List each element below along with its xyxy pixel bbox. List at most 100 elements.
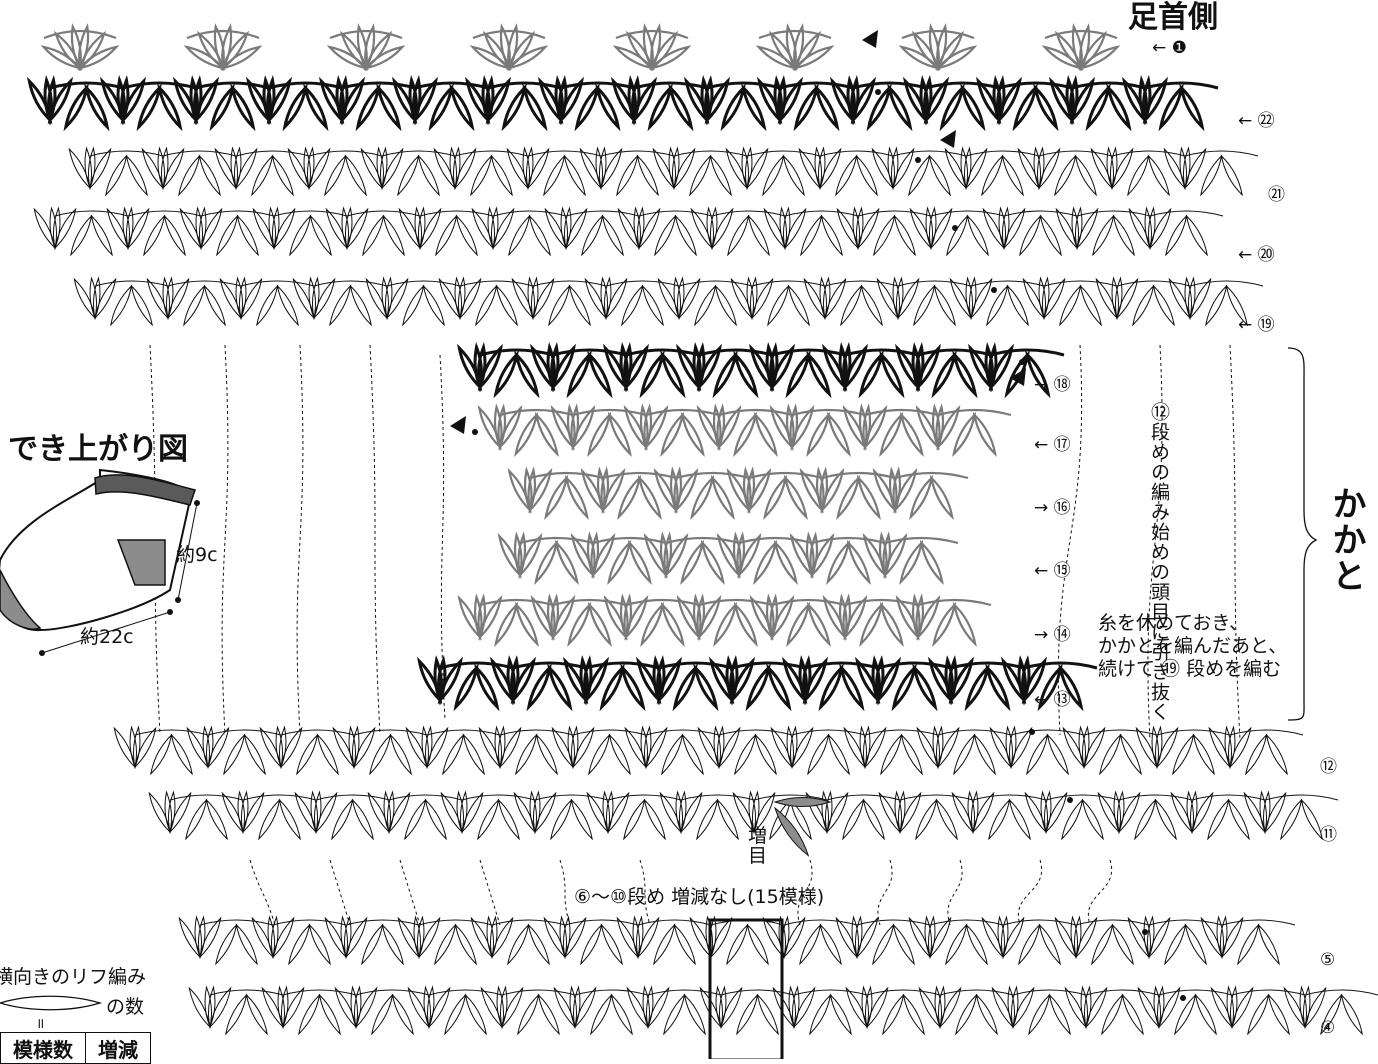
rest-note-line-1: 糸を休めておき、 — [1098, 612, 1249, 634]
leaf-stitch — [1006, 284, 1029, 327]
leaf-stitch — [1038, 923, 1061, 966]
leaf-stitch — [791, 45, 835, 70]
leaf-stitch — [932, 601, 957, 648]
leaf-stitch — [846, 539, 871, 586]
top-chain — [167, 280, 242, 287]
leaf-stitch — [1112, 214, 1135, 257]
leaf-stitch — [235, 923, 258, 966]
row-15 — [497, 531, 959, 586]
row-connector — [947, 859, 963, 926]
top-chain — [280, 729, 355, 736]
leaf-stitch — [774, 806, 810, 857]
leaf-stitch — [919, 539, 944, 586]
leaf-stitch — [765, 593, 775, 641]
top-chain — [680, 794, 755, 801]
join-dot — [1142, 929, 1148, 935]
leaf-stitch — [952, 601, 977, 648]
top-chain — [418, 919, 493, 926]
leaf-stitch — [1192, 733, 1215, 776]
leaf-stitch — [773, 74, 783, 126]
leaf-stitch — [646, 985, 654, 1029]
legend-equals: ॥ — [36, 1016, 45, 1032]
leaf-stitch — [514, 601, 539, 648]
top-chain — [240, 280, 315, 287]
top-chain — [501, 989, 576, 996]
top-chain — [965, 150, 1040, 157]
leaf-stitch — [307, 146, 315, 190]
leaf-stitch — [631, 74, 641, 126]
pull-through-note: ⑫段めの編み始めの頭目に引き抜く — [1148, 402, 1170, 722]
leaf-stitch — [303, 83, 329, 132]
increase-label: 増 目 — [748, 826, 767, 866]
leaf-stitch — [391, 993, 414, 1036]
row-17-number: ⑰ — [1053, 435, 1071, 455]
top-chain — [929, 919, 1004, 926]
leaf-stitch — [855, 154, 878, 197]
leaf-stitch — [674, 214, 697, 257]
leaf-stitch — [669, 466, 679, 514]
top-chain — [512, 661, 587, 670]
leaf-stitch — [570, 403, 580, 451]
leaf-stitch — [865, 985, 873, 1029]
top-chain — [94, 280, 169, 287]
leaf-stitch — [239, 276, 247, 320]
leaf-stitch — [195, 206, 203, 250]
leaf-stitch — [633, 206, 641, 250]
leaf-stitch — [859, 601, 884, 648]
leaf-stitch — [892, 466, 902, 514]
row-5 — [178, 915, 1296, 966]
leaf-stitch — [1101, 993, 1124, 1036]
top-chain — [1023, 661, 1098, 670]
leaf-stitch — [339, 74, 349, 126]
leaf-stitch — [887, 83, 913, 132]
leaf-stitch — [312, 276, 320, 320]
row-11 — [148, 790, 1339, 841]
leaf-stitch — [637, 206, 645, 250]
top-chain — [811, 536, 886, 545]
row-16-number: ⑯ — [1053, 498, 1071, 518]
leaf-stitch — [706, 206, 714, 250]
top-chain — [998, 81, 1073, 90]
leaf-stitch — [851, 915, 859, 959]
leaf-stitch — [88, 146, 96, 190]
leaf-stitch — [879, 601, 904, 648]
top-chain — [1144, 81, 1219, 90]
leaf-stitch — [205, 798, 228, 841]
leaf-stitch — [599, 663, 625, 712]
row-connector — [639, 859, 651, 926]
leaf-stitch — [136, 83, 162, 132]
leaf-stitch — [189, 74, 199, 126]
top-chain — [864, 729, 939, 736]
leaf-stitch — [887, 146, 895, 190]
leaf-stitch — [129, 725, 137, 769]
leaf-stitch — [76, 45, 120, 70]
top-chain — [925, 81, 1000, 90]
top-chain — [602, 471, 677, 480]
row-20 — [33, 206, 1224, 257]
leaf-stitch — [258, 798, 281, 841]
top-chain — [892, 150, 967, 157]
leaf-stitch — [912, 663, 938, 712]
leaf-stitch — [741, 146, 749, 190]
leaf-stitch — [567, 725, 575, 769]
leaf-stitch — [925, 206, 933, 250]
leaf-stitch — [550, 798, 573, 841]
top-chain — [127, 210, 202, 217]
leaf-stitch — [1038, 276, 1046, 320]
leaf-stitch — [414, 206, 422, 250]
leaf-stitch — [792, 985, 800, 1029]
leaf-stitch — [1144, 206, 1152, 250]
leaf-stitch — [663, 531, 673, 579]
top-chain — [308, 150, 383, 157]
legend-title: 横向きのリフ編み — [0, 966, 147, 988]
leaf-stitch — [936, 725, 944, 769]
leaf-stitch — [938, 985, 946, 1029]
leaf-stitch — [642, 985, 650, 1029]
leaf-stitch — [47, 74, 57, 126]
leaf-stitch — [490, 915, 498, 959]
leaf-stitch — [871, 654, 881, 706]
leaf-stitch — [623, 798, 646, 841]
leaf-stitch — [911, 341, 921, 393]
leaf-stitch — [610, 993, 633, 1036]
top-chain — [1304, 989, 1378, 996]
